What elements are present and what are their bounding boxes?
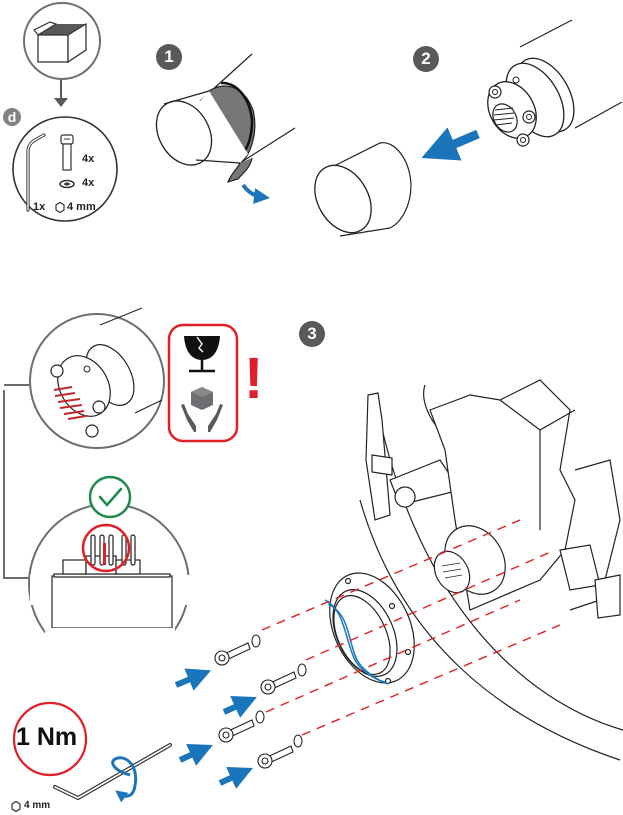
washer-quantity: 4x bbox=[82, 177, 95, 189]
step-1-badge: 1 bbox=[156, 44, 182, 70]
peel-direction-arrow bbox=[241, 183, 270, 204]
hex-key-size: 4 mm bbox=[67, 201, 96, 213]
package-contents-circle bbox=[12, 116, 118, 222]
wheel-base-assembly bbox=[359, 379, 623, 761]
hex-size-icon bbox=[55, 201, 65, 214]
hex-size-icon bbox=[11, 800, 21, 813]
down-arrow-icon bbox=[54, 80, 68, 107]
rotate-icon bbox=[111, 756, 137, 803]
quick-release-flange bbox=[324, 572, 415, 685]
connector-detail-callout bbox=[3, 307, 165, 579]
warning-box bbox=[167, 323, 239, 443]
package-contents-badge: d bbox=[3, 108, 21, 126]
check-mark-icon bbox=[88, 475, 132, 519]
open-box-icon bbox=[33, 21, 87, 64]
warning-exclamation: ! bbox=[244, 346, 264, 411]
screw-2 bbox=[260, 663, 307, 695]
pin-highlight-ring bbox=[81, 523, 131, 573]
screw-1 bbox=[214, 634, 261, 666]
connector-pins-highlighted bbox=[53, 386, 87, 420]
screw-icon bbox=[60, 134, 74, 171]
screw-4 bbox=[257, 734, 303, 769]
handle-with-care-icon bbox=[181, 387, 223, 432]
removal-direction-arrow bbox=[421, 127, 480, 161]
step-3-badge: 3 bbox=[299, 321, 325, 347]
step-2-badge: 2 bbox=[413, 46, 439, 72]
torque-circle bbox=[12, 701, 88, 777]
screw-quantity: 4x bbox=[82, 153, 95, 165]
mounting-screws bbox=[214, 634, 307, 769]
step1-illustration bbox=[155, 53, 296, 204]
step2-illustration bbox=[314, 19, 623, 237]
insertion-arrows bbox=[174, 668, 257, 789]
package-box-callout bbox=[23, 2, 101, 80]
protective-cap bbox=[314, 142, 412, 237]
highlighted-pin bbox=[103, 543, 106, 565]
fragile-glass-icon bbox=[184, 336, 220, 373]
torque-value: 1 Nm bbox=[16, 723, 78, 751]
hex-key-quantity: 1x bbox=[33, 201, 46, 213]
alignment-guide-lines bbox=[261, 519, 561, 736]
tool-size: 4 mm bbox=[24, 800, 51, 811]
connector-hub bbox=[487, 76, 537, 147]
screw-3 bbox=[218, 710, 265, 743]
washer-icon bbox=[59, 179, 75, 189]
pin-check-callout bbox=[28, 475, 190, 668]
peeled-tape-tail bbox=[226, 157, 253, 183]
hex-key-tool-icon bbox=[53, 743, 172, 803]
